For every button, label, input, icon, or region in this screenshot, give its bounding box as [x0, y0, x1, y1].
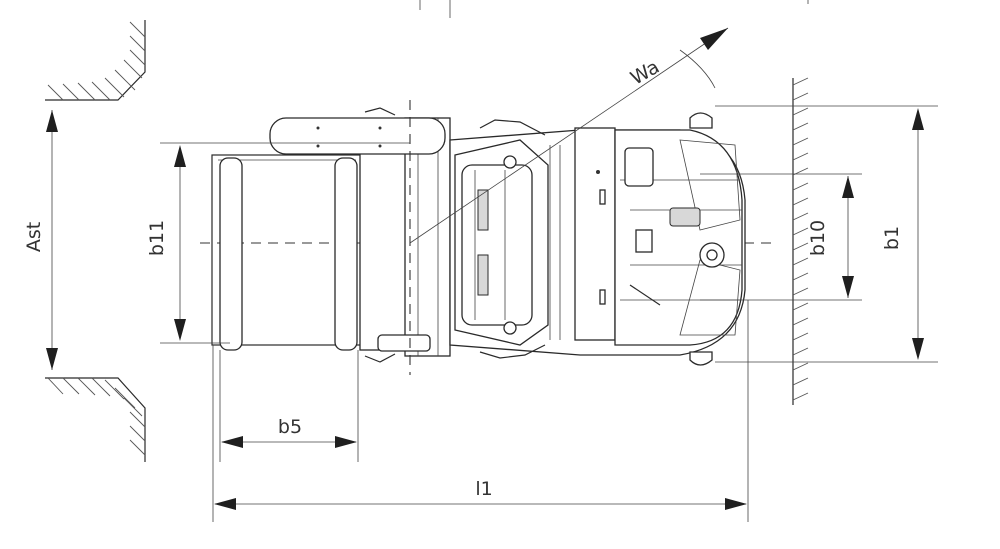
b5-label: b5	[278, 416, 302, 438]
fork-right	[334, 157, 358, 351]
drive-unit	[454, 119, 549, 359]
b11-label: b11	[146, 220, 168, 256]
l1-label: l1	[475, 478, 492, 500]
rear-wheels	[689, 112, 713, 366]
b10-label: b10	[807, 220, 829, 256]
right-wall	[792, 77, 809, 405]
mast	[269, 107, 451, 363]
b10-dimension: b10	[700, 173, 862, 301]
wa-label: Wa	[627, 56, 663, 90]
top-edge-marks	[419, 0, 809, 18]
dashboard	[596, 147, 725, 306]
b5-dimension: b5	[219, 350, 359, 462]
fork-left	[219, 157, 243, 351]
b1-label: b1	[881, 226, 903, 250]
ast-dimension: Ast	[23, 110, 58, 370]
b11-dimension: b11	[146, 142, 410, 344]
l1-dimension: l1	[212, 300, 749, 522]
ast-label: Ast	[23, 222, 45, 252]
left-aisle-wall	[45, 20, 146, 462]
b1-dimension: b1	[715, 105, 938, 363]
